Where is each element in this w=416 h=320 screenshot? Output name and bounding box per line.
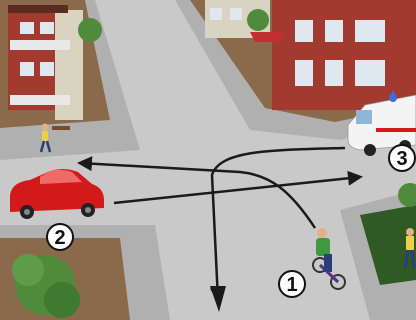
label-badge-3: 3 bbox=[389, 145, 415, 171]
label-car: 2 bbox=[54, 227, 65, 249]
house-icon bbox=[8, 5, 83, 120]
block-bottom-left bbox=[0, 225, 170, 320]
label-badge-2: 2 bbox=[47, 224, 73, 250]
label-badge-1: 1 bbox=[279, 271, 305, 297]
label-ambulance: 3 bbox=[396, 148, 407, 170]
label-cyclist: 1 bbox=[286, 274, 297, 296]
tree-icon bbox=[78, 18, 102, 42]
tree-icon bbox=[247, 9, 269, 31]
